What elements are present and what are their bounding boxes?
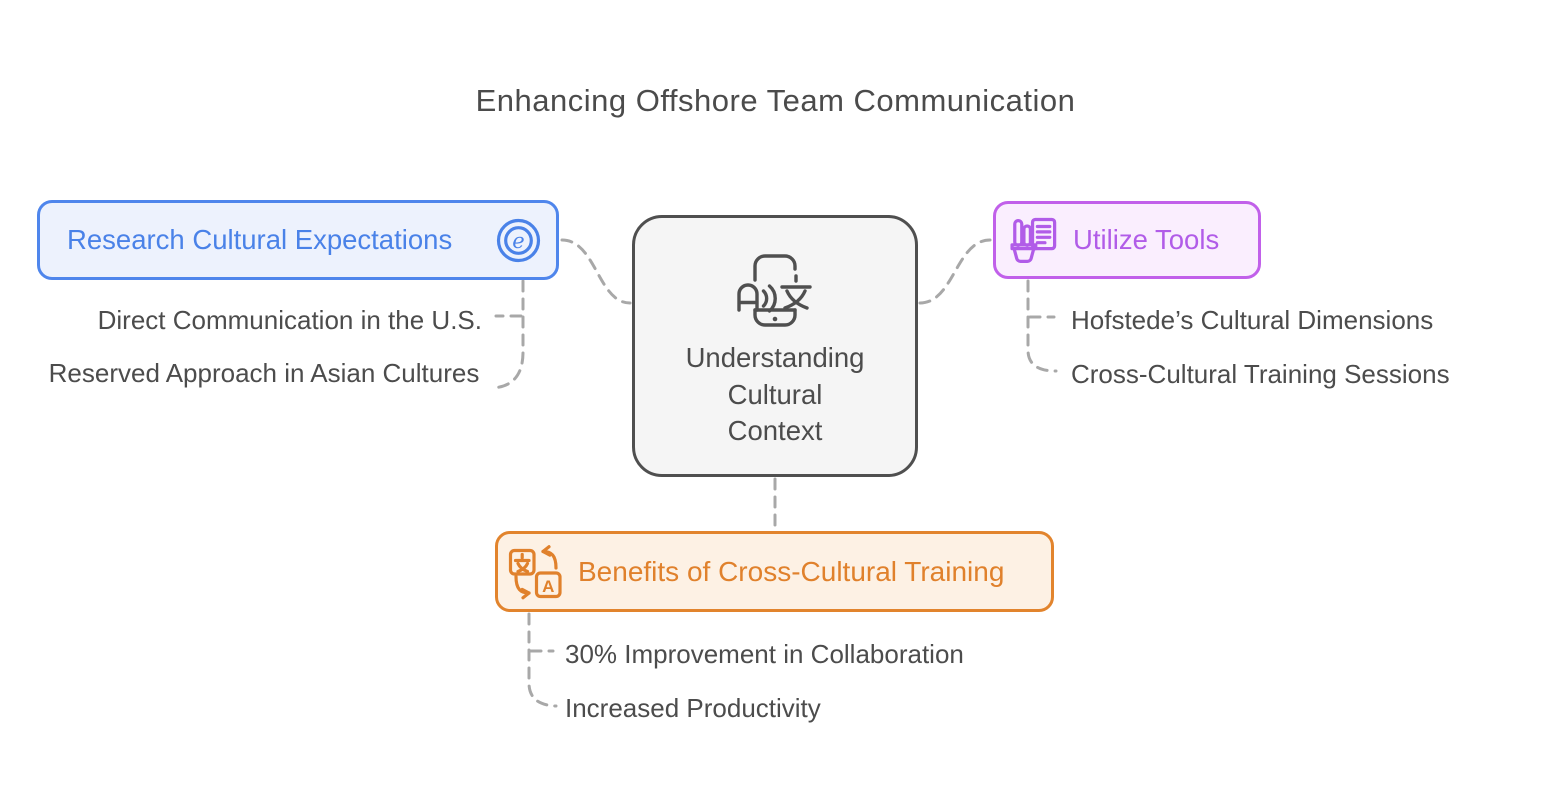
benefits-item-productivity: Increased Productivity: [565, 693, 821, 723]
translate-swap-icon: A: [507, 543, 565, 601]
benefits-item-collaboration: 30% Improvement in Collaboration: [565, 639, 964, 669]
diagram-title: Enhancing Offshore Team Communication: [475, 83, 1076, 118]
svg-text:e: e: [512, 229, 524, 253]
edge-benefits-items: [527, 612, 558, 708]
svg-text:A: A: [542, 577, 554, 596]
node-utilize-tools: Utilize Tools: [993, 201, 1261, 279]
node-research-cultural-expectations: Research Cultural Expectations e: [37, 200, 559, 280]
edge-center-tools: [918, 238, 992, 305]
node-benefits-cross-cultural-training: A Benefits of Cross-Cultural Training: [495, 531, 1054, 612]
node-center-label: Understanding Cultural Context: [686, 340, 865, 450]
node-tools-label: Utilize Tools: [1073, 224, 1220, 255]
node-benefits-label: Benefits of Cross-Cultural Training: [578, 555, 1005, 587]
research-item-direct-communication: Direct Communication in the U.S.: [97, 305, 482, 335]
tools-item-hofstede: Hofstede’s Cultural Dimensions: [1071, 305, 1434, 335]
center-line-2: Cultural: [727, 378, 823, 410]
center-line-1: Understanding: [685, 342, 865, 373]
research-item-reserved-approach: Reserved Approach in Asian Cultures: [48, 358, 480, 388]
node-research-label: Research Cultural Expectations: [67, 224, 453, 255]
node-understanding-cultural-context: Understanding Cultural Context: [632, 215, 918, 477]
tools-item-training-sessions: Cross-Cultural Training Sessions: [1071, 359, 1450, 389]
edge-research-center: [560, 238, 632, 305]
pen-cup-document-icon: [1004, 212, 1060, 268]
edge-tools-items: [1026, 279, 1058, 373]
translate-phone-icon: [736, 254, 814, 330]
edge-research-items: [489, 279, 525, 390]
e-circle-icon: e: [496, 218, 541, 263]
center-line-3: Context: [727, 415, 823, 447]
